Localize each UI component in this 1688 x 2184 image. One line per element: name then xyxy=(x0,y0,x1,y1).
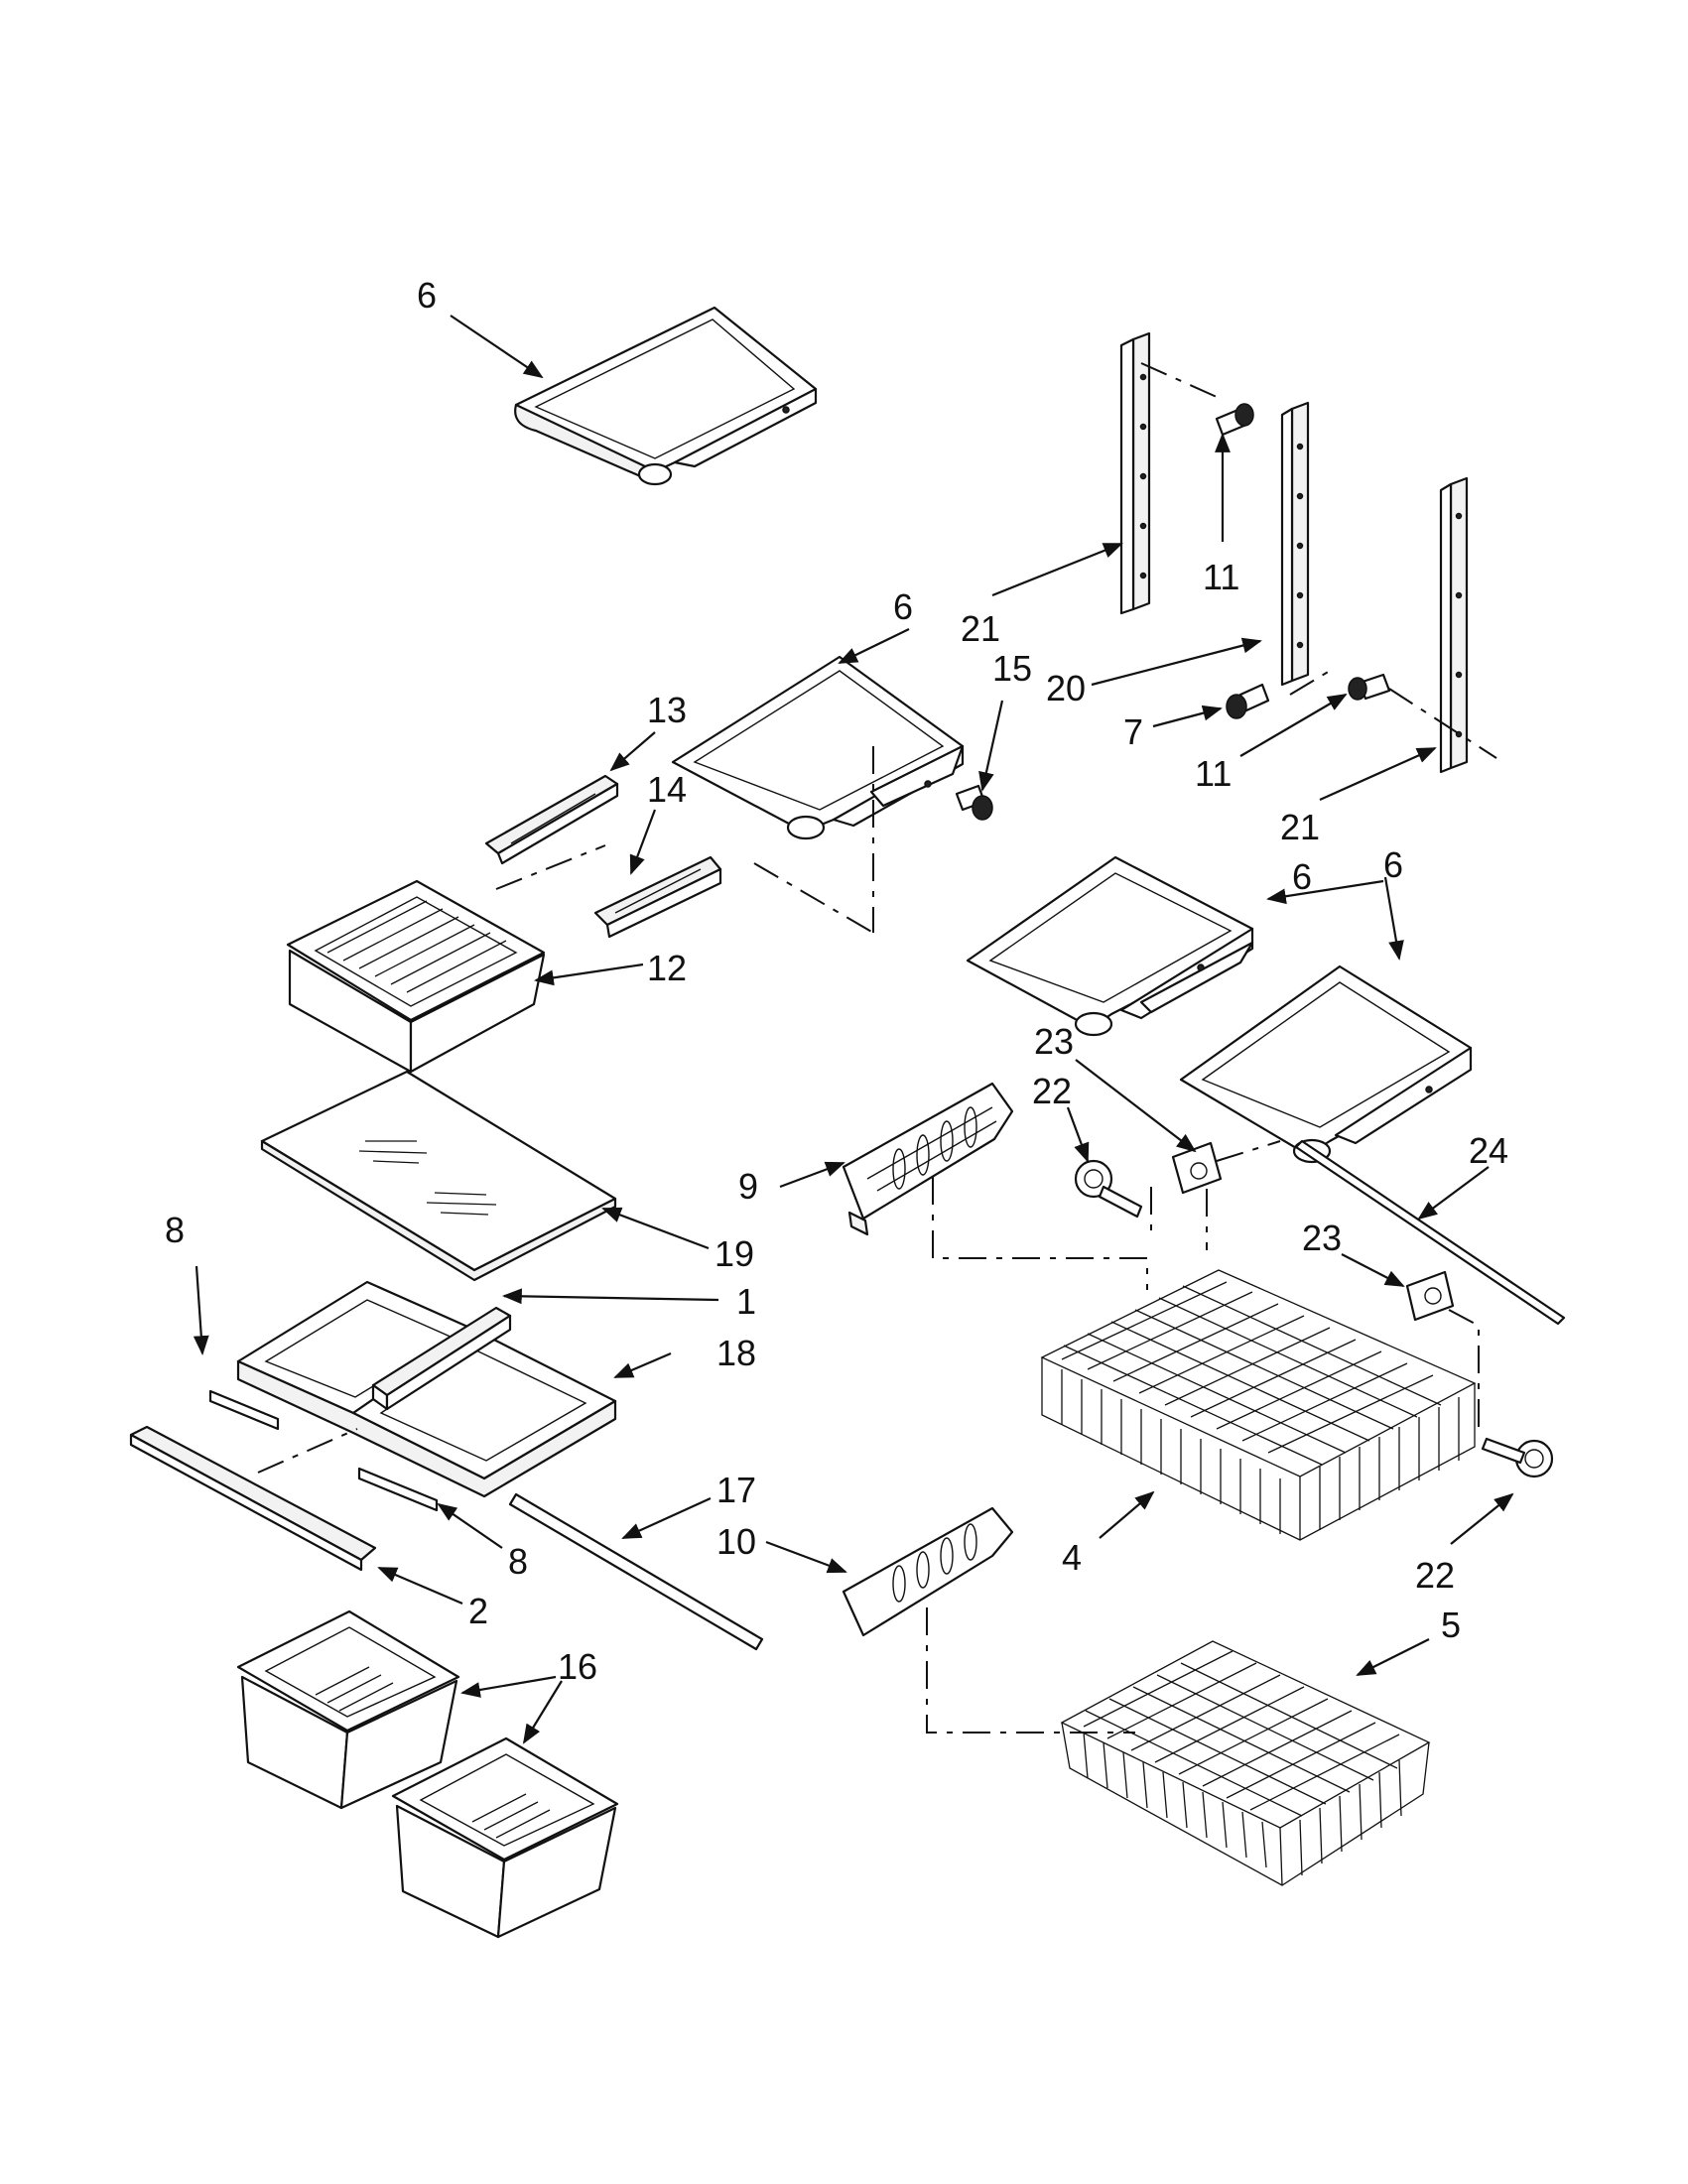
callout-10: 10 xyxy=(716,1521,756,1562)
callout-12: 12 xyxy=(647,948,687,988)
crisper-frame-18 xyxy=(236,1280,617,1498)
drawer-slide-13 xyxy=(484,774,619,865)
callout-20: 20 xyxy=(1046,668,1086,708)
wire-basket-5 xyxy=(1060,1640,1431,1886)
callout-1: 1 xyxy=(736,1281,756,1322)
callout-5: 5 xyxy=(1441,1605,1461,1645)
bracket-23-lower xyxy=(1405,1270,1455,1322)
glass-shelf-19 xyxy=(260,1070,617,1282)
callout-11-top: 11 xyxy=(1203,557,1239,597)
callout-8-left: 8 xyxy=(165,1210,185,1250)
crisper-cover-1 xyxy=(371,1306,512,1411)
callout-22-upper: 22 xyxy=(1032,1071,1072,1111)
drawer-slide-14 xyxy=(593,855,722,939)
callout-22-lower: 22 xyxy=(1415,1555,1455,1596)
callout-7: 7 xyxy=(1123,711,1143,752)
callout-19: 19 xyxy=(714,1233,754,1274)
rod-17 xyxy=(508,1492,764,1651)
shelf-middle-left xyxy=(671,655,965,840)
callout-2: 2 xyxy=(468,1591,488,1631)
callout-23-lower: 23 xyxy=(1302,1218,1342,1258)
shelf-rail-center xyxy=(1280,401,1310,687)
callout-9: 9 xyxy=(738,1166,758,1207)
shelf-middle-right xyxy=(966,855,1254,1037)
gear-22-lower xyxy=(1481,1437,1554,1478)
callout-11-lower: 11 xyxy=(1195,753,1232,794)
shelf-rail-left xyxy=(1119,331,1151,615)
humidity-control-8-right xyxy=(357,1467,439,1512)
shelf-rail-right xyxy=(1439,476,1469,774)
basket-end-cap-9 xyxy=(842,1082,1014,1236)
crisper-trim-2 xyxy=(129,1425,377,1572)
callout-18: 18 xyxy=(716,1333,756,1373)
rod-24 xyxy=(1294,1139,1566,1326)
basket-end-cap-10 xyxy=(842,1506,1014,1637)
callout-16: 16 xyxy=(558,1646,597,1687)
pan-16-right xyxy=(391,1736,619,1939)
callout-13: 13 xyxy=(647,690,687,730)
screw-11-lower xyxy=(1348,673,1391,701)
callout-labels: 6 6 6 6 11 21 15 20 7 11 21 13 14 12 23 … xyxy=(165,275,1508,1687)
shelf-lower-right xyxy=(1179,964,1473,1164)
callout-23-upper: 23 xyxy=(1034,1021,1074,1062)
bracket-23-upper xyxy=(1171,1141,1223,1195)
pan-16-left xyxy=(236,1609,460,1810)
callout-6-middle: 6 xyxy=(1292,856,1312,897)
meat-pan-12 xyxy=(286,879,546,1074)
leader-arrows xyxy=(193,315,1514,1744)
callout-15: 15 xyxy=(992,648,1032,689)
callout-17: 17 xyxy=(716,1470,756,1510)
callout-21-right: 21 xyxy=(1280,807,1320,847)
humidity-control-8-left xyxy=(208,1389,280,1431)
screw-11-top xyxy=(1215,403,1254,437)
screw-7 xyxy=(1226,683,1270,719)
screw-15 xyxy=(955,784,993,821)
callout-4: 4 xyxy=(1062,1537,1082,1578)
callout-6-lower: 6 xyxy=(1383,844,1403,885)
callout-6-right: 6 xyxy=(893,586,913,627)
callout-14: 14 xyxy=(647,769,687,810)
callout-6-top: 6 xyxy=(417,275,437,316)
shelf-top xyxy=(514,306,818,486)
callout-8-right: 8 xyxy=(508,1541,528,1582)
gear-22-upper xyxy=(1074,1159,1143,1219)
callout-21-left: 21 xyxy=(961,608,1000,649)
callout-24: 24 xyxy=(1469,1130,1508,1171)
wire-basket-4 xyxy=(1040,1269,1477,1541)
